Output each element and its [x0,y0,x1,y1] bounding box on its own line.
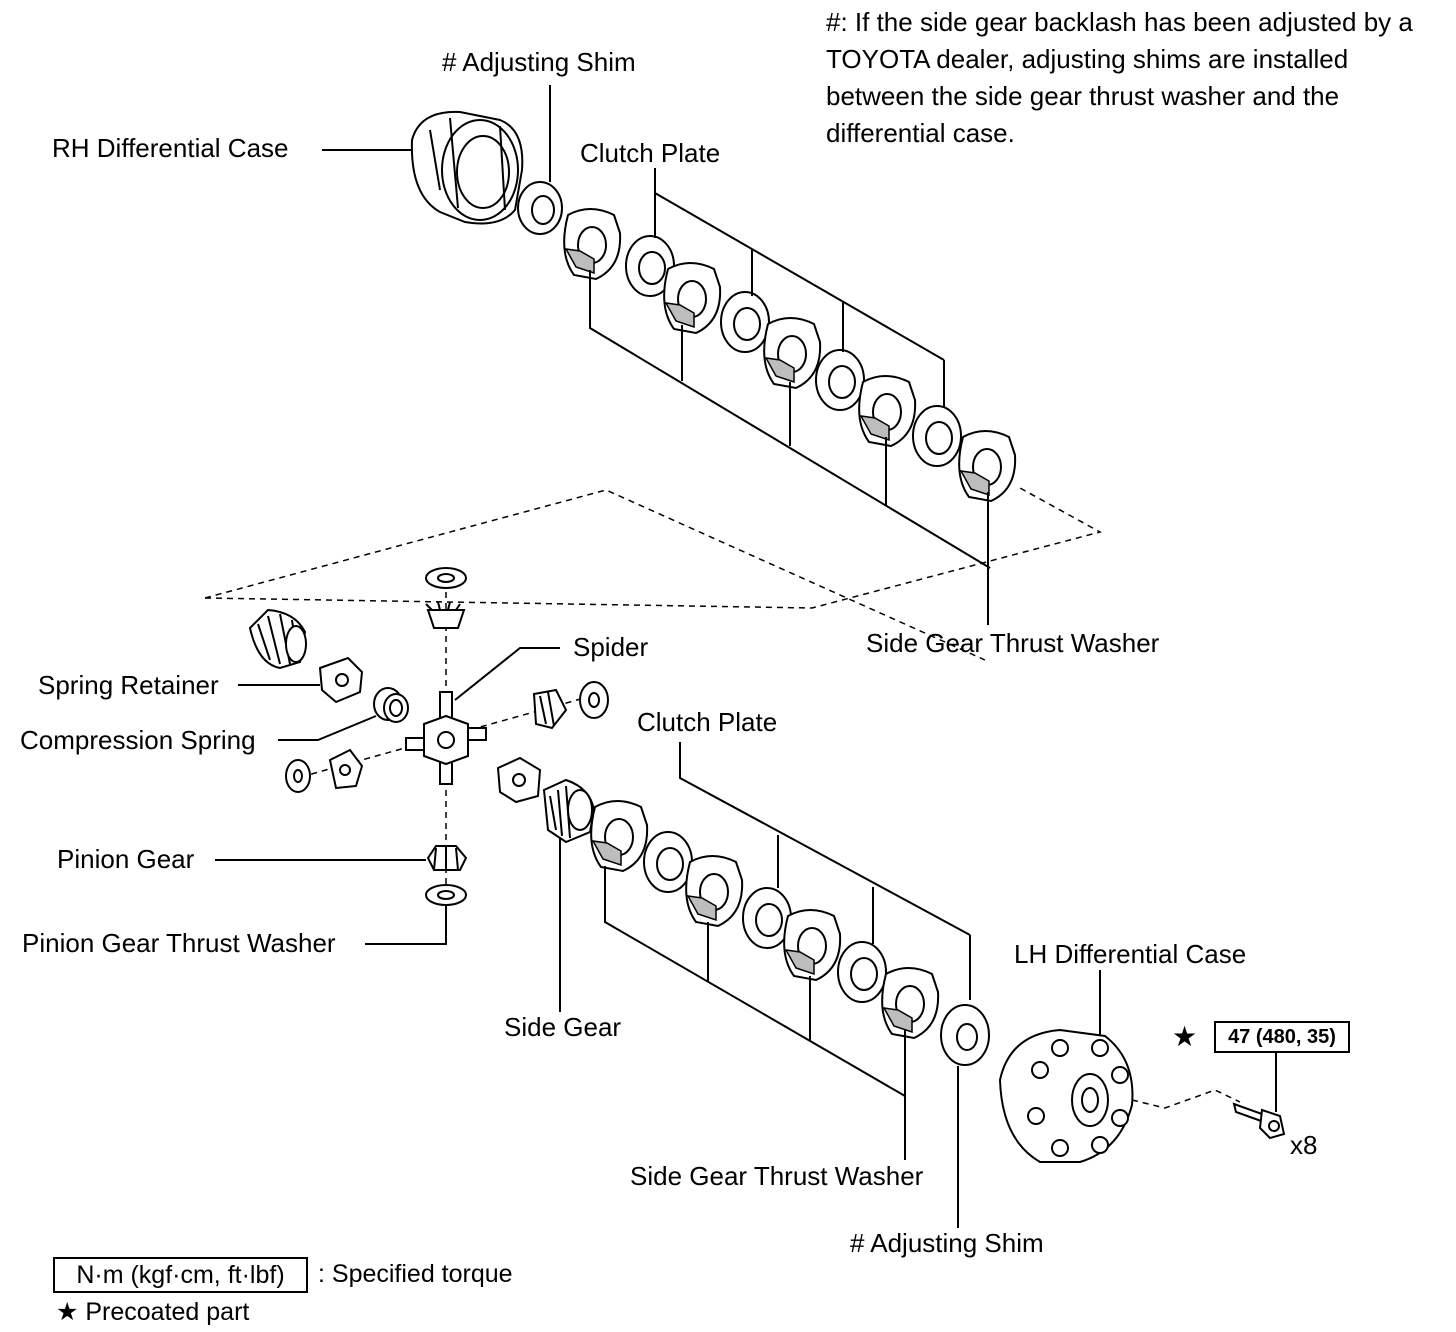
label-compression-spring: Compression Spring [20,725,256,755]
pinion-gear-right-part [532,688,568,730]
compression-spring-part [373,687,409,723]
rh-differential-case-part [410,110,524,225]
label-spider: Spider [573,632,649,662]
spring-retainer-left-part [318,656,364,704]
label-side-gear-thrust-washer-bottom: Side Gear Thrust Washer [630,1161,924,1191]
side-gear-left-part [248,608,307,670]
pinion-gear-left-part [328,748,364,790]
label-pinion-gear: Pinion Gear [57,844,195,874]
legend-precoated-part: ★ Precoated part [56,1298,250,1326]
legend-torque-text: : Specified torque [318,1260,513,1288]
label-side-gear-thrust-washer-top: Side Gear Thrust Washer [866,628,1160,658]
label-rh-differential-case: RH Differential Case [52,133,289,163]
torque-spec-box: 47 (480, 35) [1214,1021,1350,1053]
label-spring-retainer: Spring Retainer [38,670,219,700]
spring-retainer-right-part [496,756,542,804]
label-clutch-plate-bottom: Clutch Plate [637,707,778,737]
bolt-guide-dashed [1131,1089,1241,1109]
pinion-gear-bottom-part [426,845,468,871]
legend-torque-unit-box: N·m (kgf·cm, ft·lbf) [53,1257,308,1293]
clutch-stack-top [563,208,1017,503]
clutch-stack-bottom [590,800,940,1040]
label-adjusting-shim-top: # Adjusting Shim [442,47,636,77]
adjusting-shim-bottom-part [940,1004,990,1066]
bolt-quantity: x8 [1290,1130,1318,1160]
bolt-part [1232,1102,1286,1140]
label-side-gear: Side Gear [504,1012,622,1042]
label-clutch-plate-top: Clutch Plate [580,138,721,168]
side-gear-right-part [542,778,596,844]
label-adjusting-shim-bottom: # Adjusting Shim [850,1228,1044,1258]
lh-differential-case-part [998,1028,1134,1163]
label-pinion-gear-thrust-washer: Pinion Gear Thrust Washer [22,928,336,958]
label-lh-differential-case: LH Differential Case [1014,939,1247,969]
spider-part [405,691,487,785]
precoat-star-icon: ★ [1172,1021,1198,1052]
backlash-note: #: If the side gear backlash has been ad… [826,7,1413,148]
adjusting-shim-top-part [517,181,563,235]
assembly-guide-dashed-2 [204,487,1103,609]
pinion-gear-top-part [425,601,466,629]
